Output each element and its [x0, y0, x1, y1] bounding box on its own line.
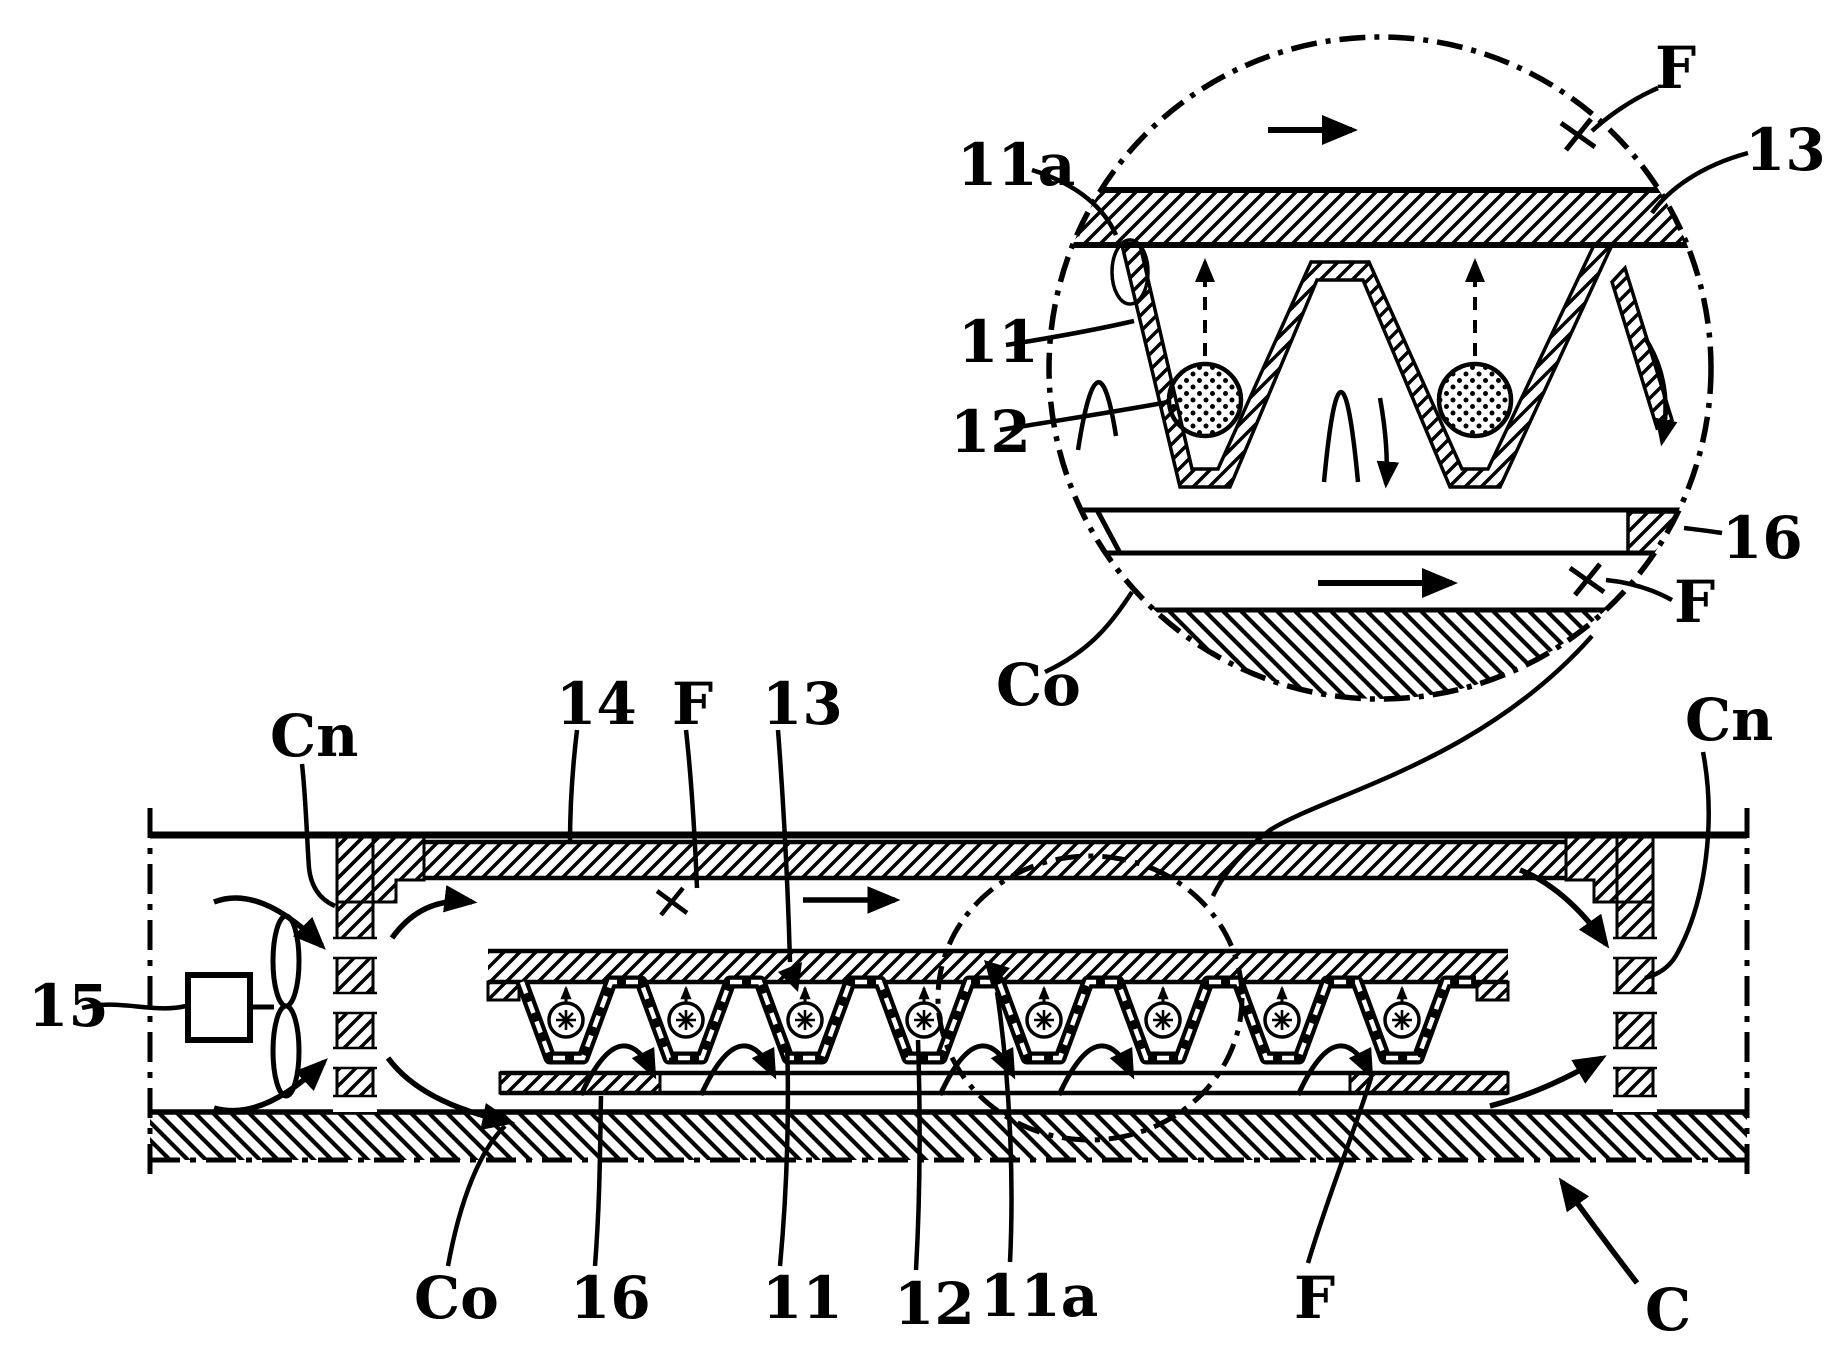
leader-co	[1044, 590, 1134, 675]
detail-view: 11a 11 12 13 16 F F Co	[950, 34, 1826, 897]
leader-16	[1683, 525, 1723, 536]
tray-assembly	[486, 948, 1510, 1096]
leader-13	[1650, 150, 1749, 215]
detail-plate-13	[1049, 190, 1711, 245]
main-label-co: Co	[414, 1264, 499, 1332]
main-label-13: 13	[762, 670, 843, 738]
co-floor-arrow	[385, 1056, 516, 1130]
fan-blade-upper	[270, 913, 302, 1009]
tray-heaters-12	[547, 1001, 1421, 1039]
fan-arrow-lower	[213, 1058, 328, 1114]
slot-11a-loop	[1110, 238, 1150, 306]
main-label-14: 14	[556, 670, 637, 738]
leader-14	[567, 729, 580, 844]
leader-f-bottom	[1605, 577, 1674, 602]
leader-cn-right	[1644, 751, 1711, 981]
leader-16	[592, 1095, 604, 1267]
leader-f-top	[683, 729, 700, 889]
heater-stems	[560, 985, 1408, 1002]
leader-11a	[994, 991, 1014, 1263]
magnifier-circle	[1046, 34, 1714, 702]
leader-11	[1005, 318, 1135, 348]
down-flow-arrow	[1376, 397, 1400, 489]
detail-label-11a: 11a	[957, 131, 1075, 199]
main-label-15: 15	[28, 972, 109, 1040]
heater-asterisks	[556, 1010, 1412, 1030]
fan-arrow-upper	[212, 895, 326, 950]
leader-cn-left	[299, 763, 336, 909]
fan-unit-15	[185, 913, 302, 1099]
flow-arc-center	[1321, 389, 1361, 483]
fan-motor	[185, 972, 253, 1043]
main-leaders	[81, 729, 1711, 1285]
leader-11a	[1031, 167, 1119, 236]
magnified-region-circle	[935, 853, 1245, 1143]
leader-f-top	[1590, 85, 1659, 133]
x-marker-f-top	[1559, 117, 1597, 152]
main-flow-arrows	[212, 867, 1610, 1130]
main-label-f-top: F	[672, 670, 713, 738]
leader-11	[777, 1041, 791, 1267]
detail-label-12: 12	[950, 398, 1031, 466]
detail-heater-12-left	[1166, 361, 1244, 439]
leader-co	[445, 1124, 507, 1267]
main-label-cn-right: Cn	[1685, 686, 1773, 754]
detail-label-11: 11	[958, 308, 1039, 376]
detail-label-f-bottom: F	[1674, 568, 1715, 636]
detail-heater-12-right	[1436, 361, 1514, 439]
main-view: Cn 14 F 13 Cn 15 Co 16 11 12 11a F C	[28, 670, 1773, 1344]
left-wall-cn	[333, 833, 426, 1114]
leader-15	[81, 1002, 187, 1011]
floor-slab	[150, 1112, 1747, 1160]
inter-pocket-flow-arcs	[578, 1043, 1374, 1097]
x-marker-f-bottom	[1568, 562, 1606, 597]
main-label-12: 12	[894, 1270, 975, 1338]
mark-11a-leader-end	[984, 960, 1010, 988]
detail-label-co: Co	[996, 651, 1081, 719]
detail-plate-16-lines	[1075, 507, 1700, 556]
main-label-11a: 11a	[980, 1262, 1098, 1330]
main-label-f-bottom: F	[1294, 1264, 1335, 1332]
leader-12	[913, 1039, 922, 1271]
right-wall-cn	[1564, 833, 1657, 1114]
left-wall-slots	[333, 936, 377, 1112]
outlet-arrow-lower	[1489, 1055, 1607, 1109]
leader-c-arrow	[1558, 1177, 1640, 1285]
main-label-11: 11	[762, 1264, 843, 1332]
detail-label-13: 13	[1745, 116, 1826, 184]
detail-label-16: 16	[1722, 504, 1803, 572]
mark-13-leader-end	[778, 962, 802, 992]
main-label-16: 16	[570, 1264, 651, 1332]
right-wall-slots	[1613, 936, 1657, 1112]
leader-13	[775, 729, 793, 963]
detail-plate-16-end	[1626, 510, 1690, 555]
inlet-arrow	[389, 885, 478, 940]
detail-tray-sheet-11	[1119, 243, 1615, 489]
x-marker-main-f	[655, 886, 689, 917]
outlet-arrow-upper	[1518, 867, 1610, 949]
detail-bottom-slab	[1049, 610, 1711, 699]
detail-tray-wall-right	[1610, 264, 1675, 431]
main-label-cn-left: Cn	[270, 702, 358, 770]
fan-blade-lower	[270, 1003, 302, 1099]
detail-label-f-top: F	[1655, 34, 1696, 102]
leader-f-bottom	[1305, 1077, 1374, 1264]
top-plate-14	[424, 842, 1566, 878]
main-label-c: C	[1645, 1276, 1691, 1344]
leader-12	[999, 399, 1169, 433]
down-flow-arrow-edge	[1643, 336, 1678, 447]
